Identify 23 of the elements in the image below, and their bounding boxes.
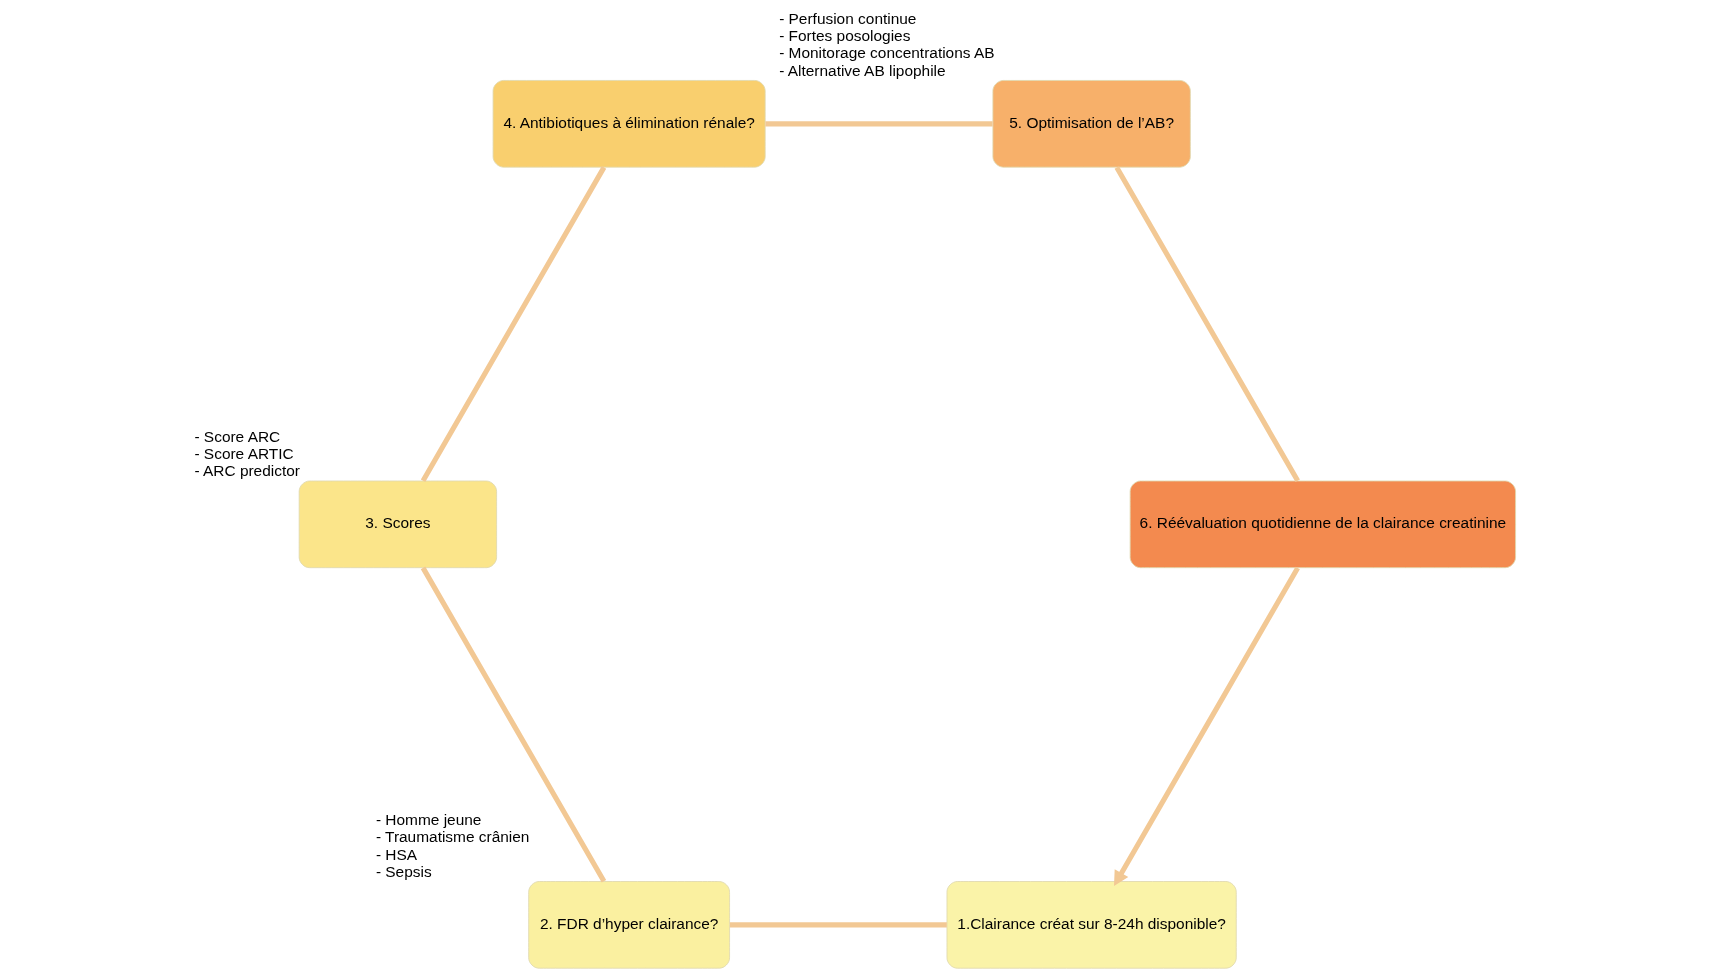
node-label: - Sepsis: [375, 862, 432, 880]
connector: [1114, 166, 1300, 483]
node-label: - Homme jeune: [375, 811, 481, 829]
node-label: - Monitorage concentrations AB: [778, 44, 995, 62]
node-label: - ARC predictor: [193, 462, 300, 480]
node-box: 3. Scores: [298, 480, 497, 569]
connector: [764, 121, 993, 127]
connector: [420, 566, 606, 883]
node-box: 6. Réévaluation quotidienne de la clairance creatinine: [1129, 480, 1516, 569]
node-box: 4. Antibiotiques à élimination rénale?: [492, 80, 766, 168]
node-box: 5. Optimisation de l’AB?: [991, 80, 1191, 168]
node-label: - Fortes posologies: [778, 27, 910, 45]
connector: [420, 166, 606, 482]
node-label: - Alternative AB lipophile: [778, 61, 946, 79]
connector: [729, 922, 947, 928]
node-box: 2. FDR d’hyper clairance?: [527, 881, 730, 969]
node-label: - Score ARC: [193, 427, 280, 445]
arrow: [1113, 566, 1300, 887]
node-label: - HSA: [375, 845, 417, 863]
node-label: - Perfusion continue: [778, 10, 916, 28]
node-label: - Score ARTIC: [193, 445, 294, 463]
node-box: 1.Clairance créat sur 8-24h disponible?: [946, 881, 1237, 969]
node-label: - Traumatisme crânien: [375, 828, 529, 846]
